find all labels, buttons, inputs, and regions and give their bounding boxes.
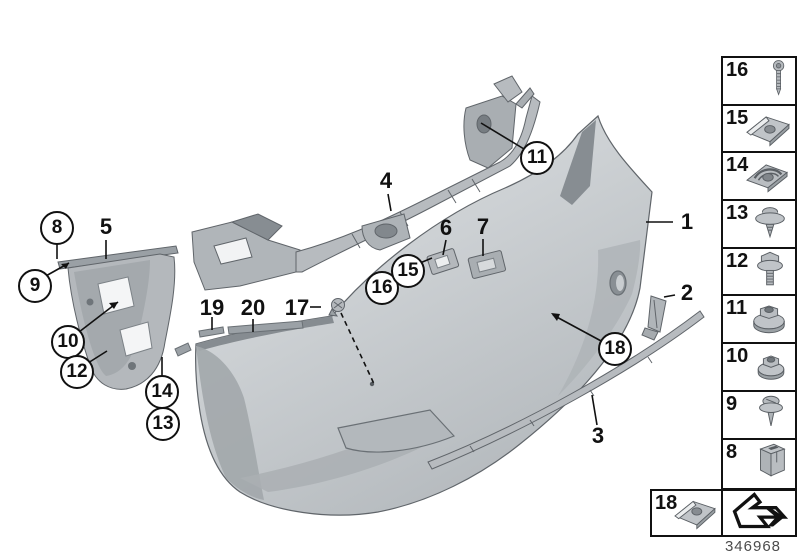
legend-item-16[interactable]: 16 xyxy=(723,58,795,106)
callout-19[interactable]: 19 xyxy=(199,295,225,320)
hex-bolt-icon xyxy=(747,247,793,296)
flange-nut-large-icon xyxy=(745,296,793,343)
callout-8[interactable]: 8 xyxy=(40,211,74,245)
clip-nut-icon xyxy=(671,492,719,535)
callout-9[interactable]: 9 xyxy=(18,269,52,303)
legend-item-9[interactable]: 9 xyxy=(723,392,795,440)
legend-number: 12 xyxy=(726,249,749,272)
legend-number: 14 xyxy=(726,154,749,177)
callout-11[interactable]: 11 xyxy=(520,141,554,175)
callout-14[interactable]: 14 xyxy=(145,375,179,409)
legend-number: 10 xyxy=(726,345,749,368)
callout-12[interactable]: 12 xyxy=(60,355,94,389)
callout-3[interactable]: 3 xyxy=(591,423,605,448)
callout-13[interactable]: 13 xyxy=(146,407,180,441)
callout-15[interactable]: 15 xyxy=(391,254,425,288)
part-screw-17 xyxy=(328,298,345,317)
legend-number: 13 xyxy=(726,202,749,225)
callout-6[interactable]: 6 xyxy=(439,215,453,240)
legend-item-14[interactable]: 14 xyxy=(723,153,795,202)
screw-washer-icon xyxy=(749,391,793,438)
legend-item-11[interactable]: 11 xyxy=(723,296,795,345)
part-bracket-6 xyxy=(426,248,460,275)
part-bracket-7 xyxy=(467,250,506,279)
legend-number: 8 xyxy=(726,440,738,463)
legend-number: 11 xyxy=(726,297,748,320)
clip-nut-icon xyxy=(743,106,793,151)
legend-item-8[interactable]: 8 xyxy=(723,440,795,488)
part-side-bracket xyxy=(57,245,179,390)
callout-17[interactable]: 17 xyxy=(284,295,310,320)
callout-7[interactable]: 7 xyxy=(476,214,490,239)
flange-nut-icon xyxy=(749,345,793,388)
cage-nut-icon xyxy=(743,154,793,199)
legend-number: 18 xyxy=(655,492,678,514)
callout-20[interactable]: 20 xyxy=(240,295,266,320)
legend-item-10[interactable]: 10 xyxy=(723,344,795,392)
legend-number: 16 xyxy=(726,59,749,81)
legend-item-12[interactable]: 12 xyxy=(723,249,795,297)
torx-screw-icon xyxy=(761,57,793,104)
expanding-nut-icon xyxy=(749,440,793,487)
part-lower-strip xyxy=(427,310,705,470)
callout-2[interactable]: 2 xyxy=(680,280,694,305)
legend-item-18[interactable]: 18 xyxy=(650,489,723,537)
legend-number: 15 xyxy=(726,106,749,129)
callout-18[interactable]: 18 xyxy=(598,332,632,366)
diagram-number: 346968 xyxy=(724,538,782,555)
legend-item-15[interactable]: 15 xyxy=(723,106,795,154)
part-upper-support-beam xyxy=(191,75,541,291)
callout-4[interactable]: 4 xyxy=(379,168,393,193)
next-diagram-arrow-icon xyxy=(727,491,791,536)
legend-item-13[interactable]: 13 xyxy=(723,201,795,249)
part-side-support xyxy=(641,295,667,341)
part-trim-strips xyxy=(174,320,304,357)
callout-5[interactable]: 5 xyxy=(99,214,113,239)
legend-number: 9 xyxy=(726,392,738,415)
callout-10[interactable]: 10 xyxy=(51,325,85,359)
fastener-legend: 16 15 xyxy=(721,56,797,490)
next-diagram-button[interactable] xyxy=(721,489,797,537)
callout-1[interactable]: 1 xyxy=(680,209,694,234)
push-rivet-icon xyxy=(747,200,793,247)
